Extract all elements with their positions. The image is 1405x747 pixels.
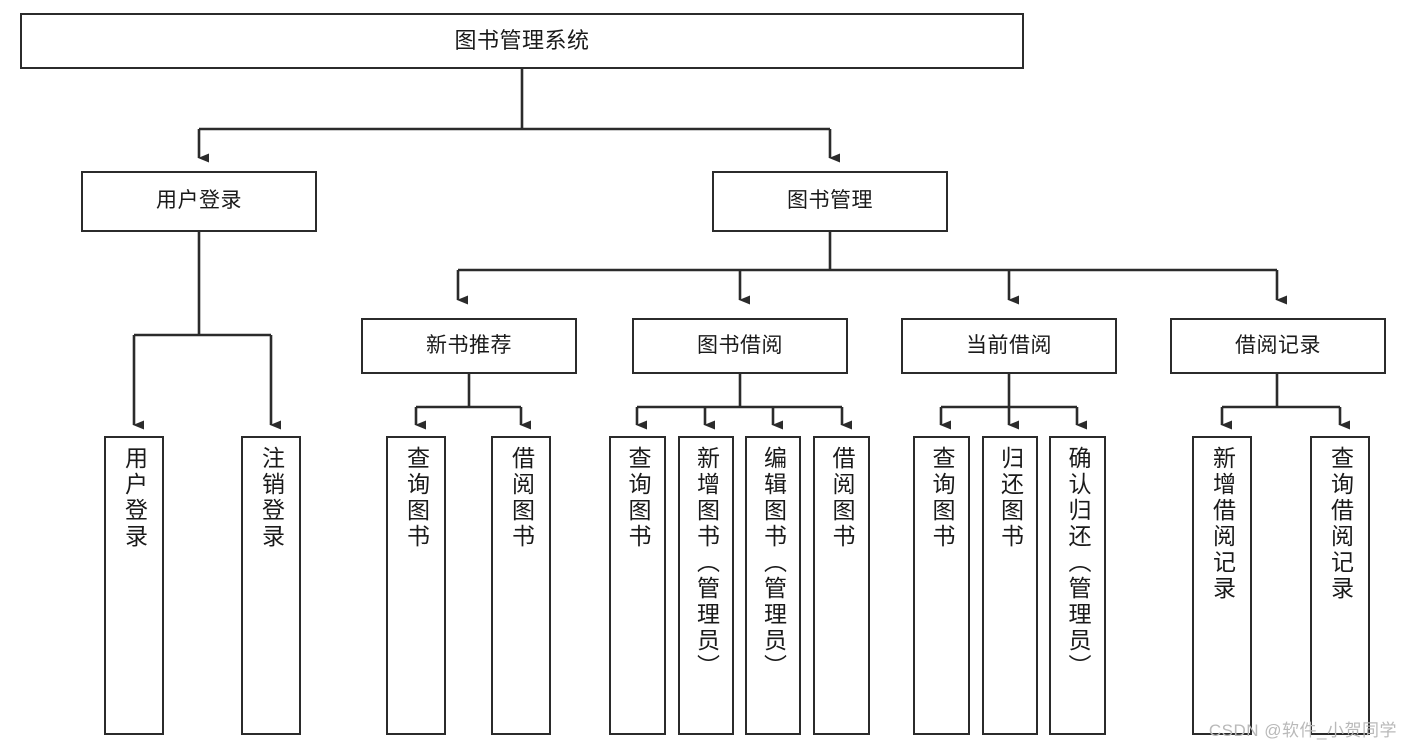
node-leaf-query-record-label: 查询借阅记录 [1327, 446, 1354, 602]
node-book-borrow-label: 图书借阅 [697, 333, 783, 357]
node-leaf-return-book-label: 归还图书 [997, 446, 1024, 550]
node-book-borrow[interactable]: 图书借阅 [632, 318, 848, 374]
csdn-watermark: CSDN @软件_小贺同学 [1208, 721, 1397, 740]
node-leaf-query-book-1-label: 查询图书 [403, 446, 430, 550]
node-leaf-user-login-label: 用户登录 [121, 446, 148, 550]
node-leaf-query-record[interactable]: 查询借阅记录 [1310, 436, 1370, 735]
node-leaf-add-book[interactable]: 新增图书（管理员） [678, 436, 734, 735]
node-leaf-add-record[interactable]: 新增借阅记录 [1192, 436, 1252, 735]
node-leaf-query-book-3-label: 查询图书 [929, 446, 955, 550]
node-leaf-query-book-1[interactable]: 查询图书 [386, 436, 446, 735]
node-leaf-add-book-label: 新增图书（管理员） [693, 446, 720, 680]
node-leaf-borrow-book-2[interactable]: 借阅图书 [813, 436, 870, 735]
node-leaf-logout-login[interactable]: 注销登录 [241, 436, 301, 735]
node-new-book-recommend[interactable]: 新书推荐 [361, 318, 577, 374]
node-book-management[interactable]: 图书管理 [712, 171, 948, 232]
node-leaf-add-record-label: 新增借阅记录 [1209, 446, 1236, 602]
node-borrow-record-label: 借阅记录 [1235, 333, 1321, 357]
node-borrow-record[interactable]: 借阅记录 [1170, 318, 1386, 374]
node-leaf-query-book-2-label: 查询图书 [625, 446, 651, 550]
node-root-label: 图书管理系统 [454, 28, 590, 54]
node-new-book-recommend-label: 新书推荐 [426, 333, 512, 357]
node-leaf-borrow-book-2-label: 借阅图书 [829, 446, 855, 550]
node-leaf-edit-book[interactable]: 编辑图书（管理员） [745, 436, 801, 735]
node-leaf-borrow-book-1-label: 借阅图书 [508, 446, 535, 550]
node-leaf-query-book-3[interactable]: 查询图书 [913, 436, 970, 735]
node-leaf-edit-book-label: 编辑图书（管理员） [760, 446, 787, 680]
node-user-login-label: 用户登录 [156, 189, 242, 213]
node-book-management-label: 图书管理 [787, 189, 873, 213]
node-root[interactable]: 图书管理系统 [20, 13, 1024, 69]
node-leaf-user-login[interactable]: 用户登录 [104, 436, 164, 735]
node-leaf-logout-login-label: 注销登录 [258, 446, 285, 550]
node-leaf-borrow-book-1[interactable]: 借阅图书 [491, 436, 551, 735]
node-current-borrow-label: 当前借阅 [966, 333, 1052, 357]
node-current-borrow[interactable]: 当前借阅 [901, 318, 1117, 374]
node-leaf-confirm-return-label: 确认归还（管理员） [1065, 446, 1091, 680]
node-leaf-query-book-2[interactable]: 查询图书 [609, 436, 666, 735]
node-leaf-confirm-return[interactable]: 确认归还（管理员） [1049, 436, 1106, 735]
node-leaf-return-book[interactable]: 归还图书 [982, 436, 1038, 735]
node-user-login[interactable]: 用户登录 [81, 171, 317, 232]
